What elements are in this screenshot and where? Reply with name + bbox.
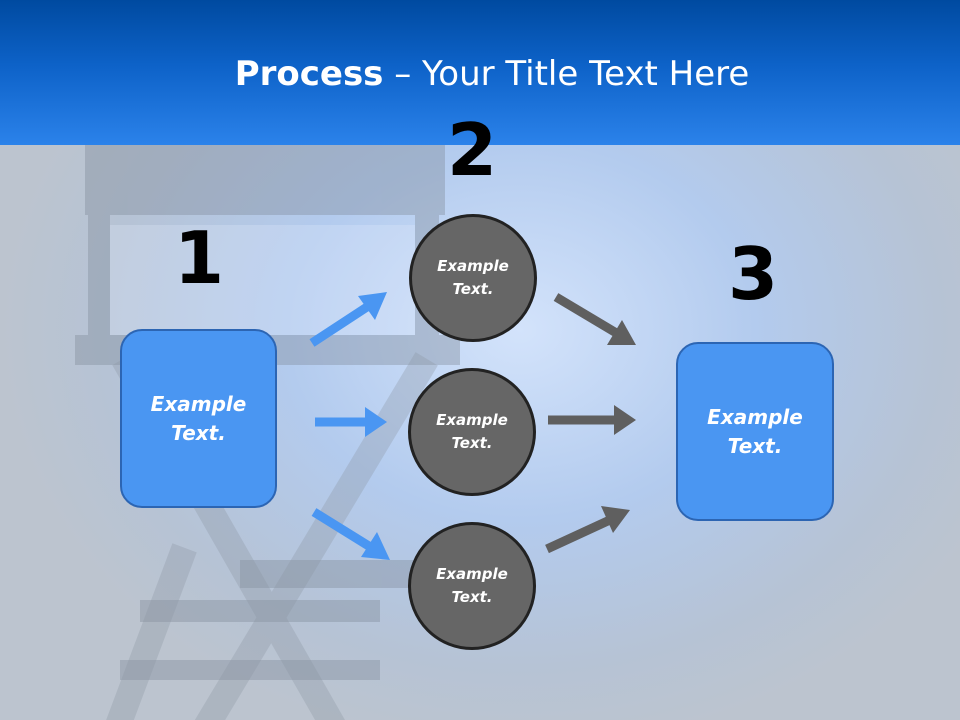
top-process-circle: Example Text. [409,214,537,342]
step-number-2: 2 [446,108,498,192]
arrow-from-top-circle [553,293,636,345]
step-number-3: 3 [727,232,779,316]
slide-title: Process – Your Title Text Here [0,52,960,96]
arrow-from-middle-circle [548,405,636,435]
right-process-box: Example Text. [676,342,834,521]
bottom-circle-text: Example Text. [436,565,508,606]
middle-circle-text: Example Text. [436,411,508,452]
arrow-from-bottom-circle [545,506,630,554]
arrow-to-middle-circle [315,407,387,437]
arrow-to-top-circle [309,292,387,347]
title-bar [0,0,960,145]
top-circle-text: Example Text. [437,257,509,298]
bottom-process-circle: Example Text. [408,522,536,650]
left-process-box: Example Text. [120,329,277,508]
title-subtitle-part: – Your Title Text Here [383,54,750,94]
step-number-1: 1 [173,216,225,300]
arrow-to-bottom-circle [311,508,390,560]
right-box-text: Example Text. [707,404,803,458]
middle-process-circle: Example Text. [408,368,536,496]
left-box-text: Example Text. [150,391,247,445]
title-bold-part: Process [234,54,384,94]
